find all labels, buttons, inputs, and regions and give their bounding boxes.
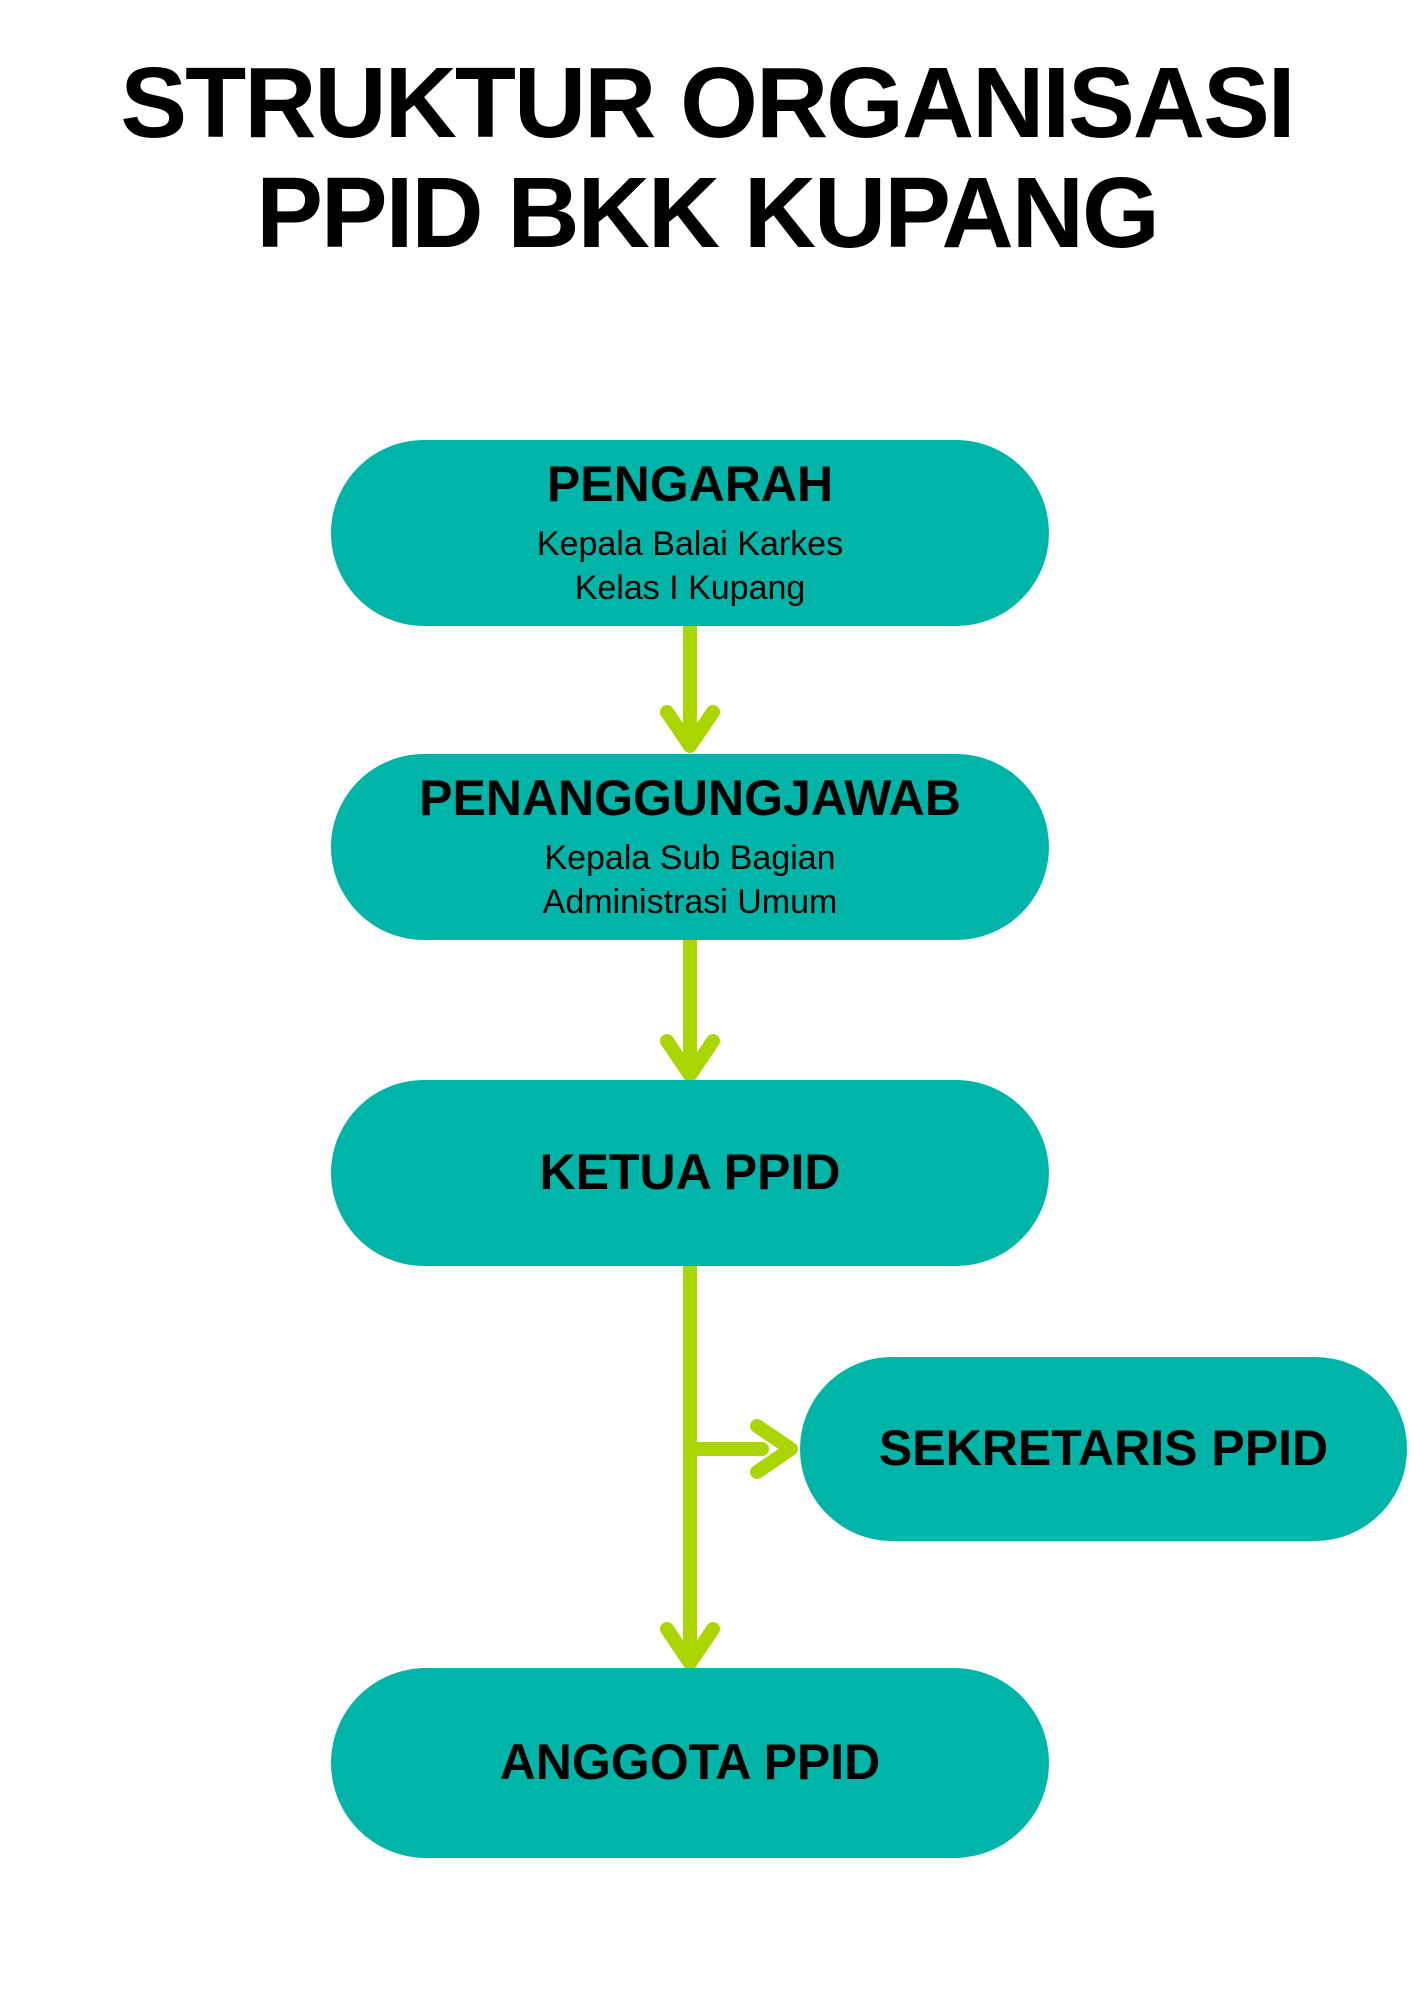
- node-penanggungjawab-subtitle-line1: Kepala Sub Bagian: [544, 838, 836, 877]
- arrow-head-down-icon: [660, 705, 720, 753]
- node-penanggungjawab-title: PENANGGUNGJAWAB: [419, 770, 961, 827]
- node-pengarah-subtitle-line2: Kelas I Kupang: [574, 568, 806, 607]
- node-pengarah-title: PENGARAH: [546, 456, 834, 513]
- node-sekretaris-ppid-title: SEKRETARIS PPID: [878, 1420, 1329, 1477]
- arrow-ketua-to-anggota: [660, 1260, 720, 1670]
- arrow-penanggungjawab-to-ketua: [660, 934, 720, 1082]
- node-penanggungjawab-subtitle-line2: Administrasi Umum: [542, 882, 838, 921]
- page-title-line1: STRUKTUR ORGANISASI: [120, 47, 1295, 159]
- arrow-pengarah-to-penanggungjawab: [660, 619, 720, 753]
- page-title-line2: PPID BKK KUPANG: [256, 157, 1160, 269]
- node-pengarah-subtitle-line1: Kepala Balai Karkes: [536, 524, 844, 563]
- node-ketua-ppid: KETUA PPID: [331, 1080, 1049, 1266]
- node-anggota-ppid-title: ANGGOTA PPID: [499, 1734, 881, 1791]
- node-sekretaris-ppid: SEKRETARIS PPID: [800, 1357, 1407, 1541]
- arrow-head-right-icon: [750, 1419, 798, 1479]
- arrow-head-down-icon: [660, 1034, 720, 1082]
- node-ketua-ppid-title: KETUA PPID: [539, 1144, 841, 1201]
- arrow-ketua-to-sekretaris: [683, 1419, 798, 1479]
- node-anggota-ppid: ANGGOTA PPID: [331, 1668, 1049, 1858]
- arrow-head-down-icon: [660, 1622, 720, 1670]
